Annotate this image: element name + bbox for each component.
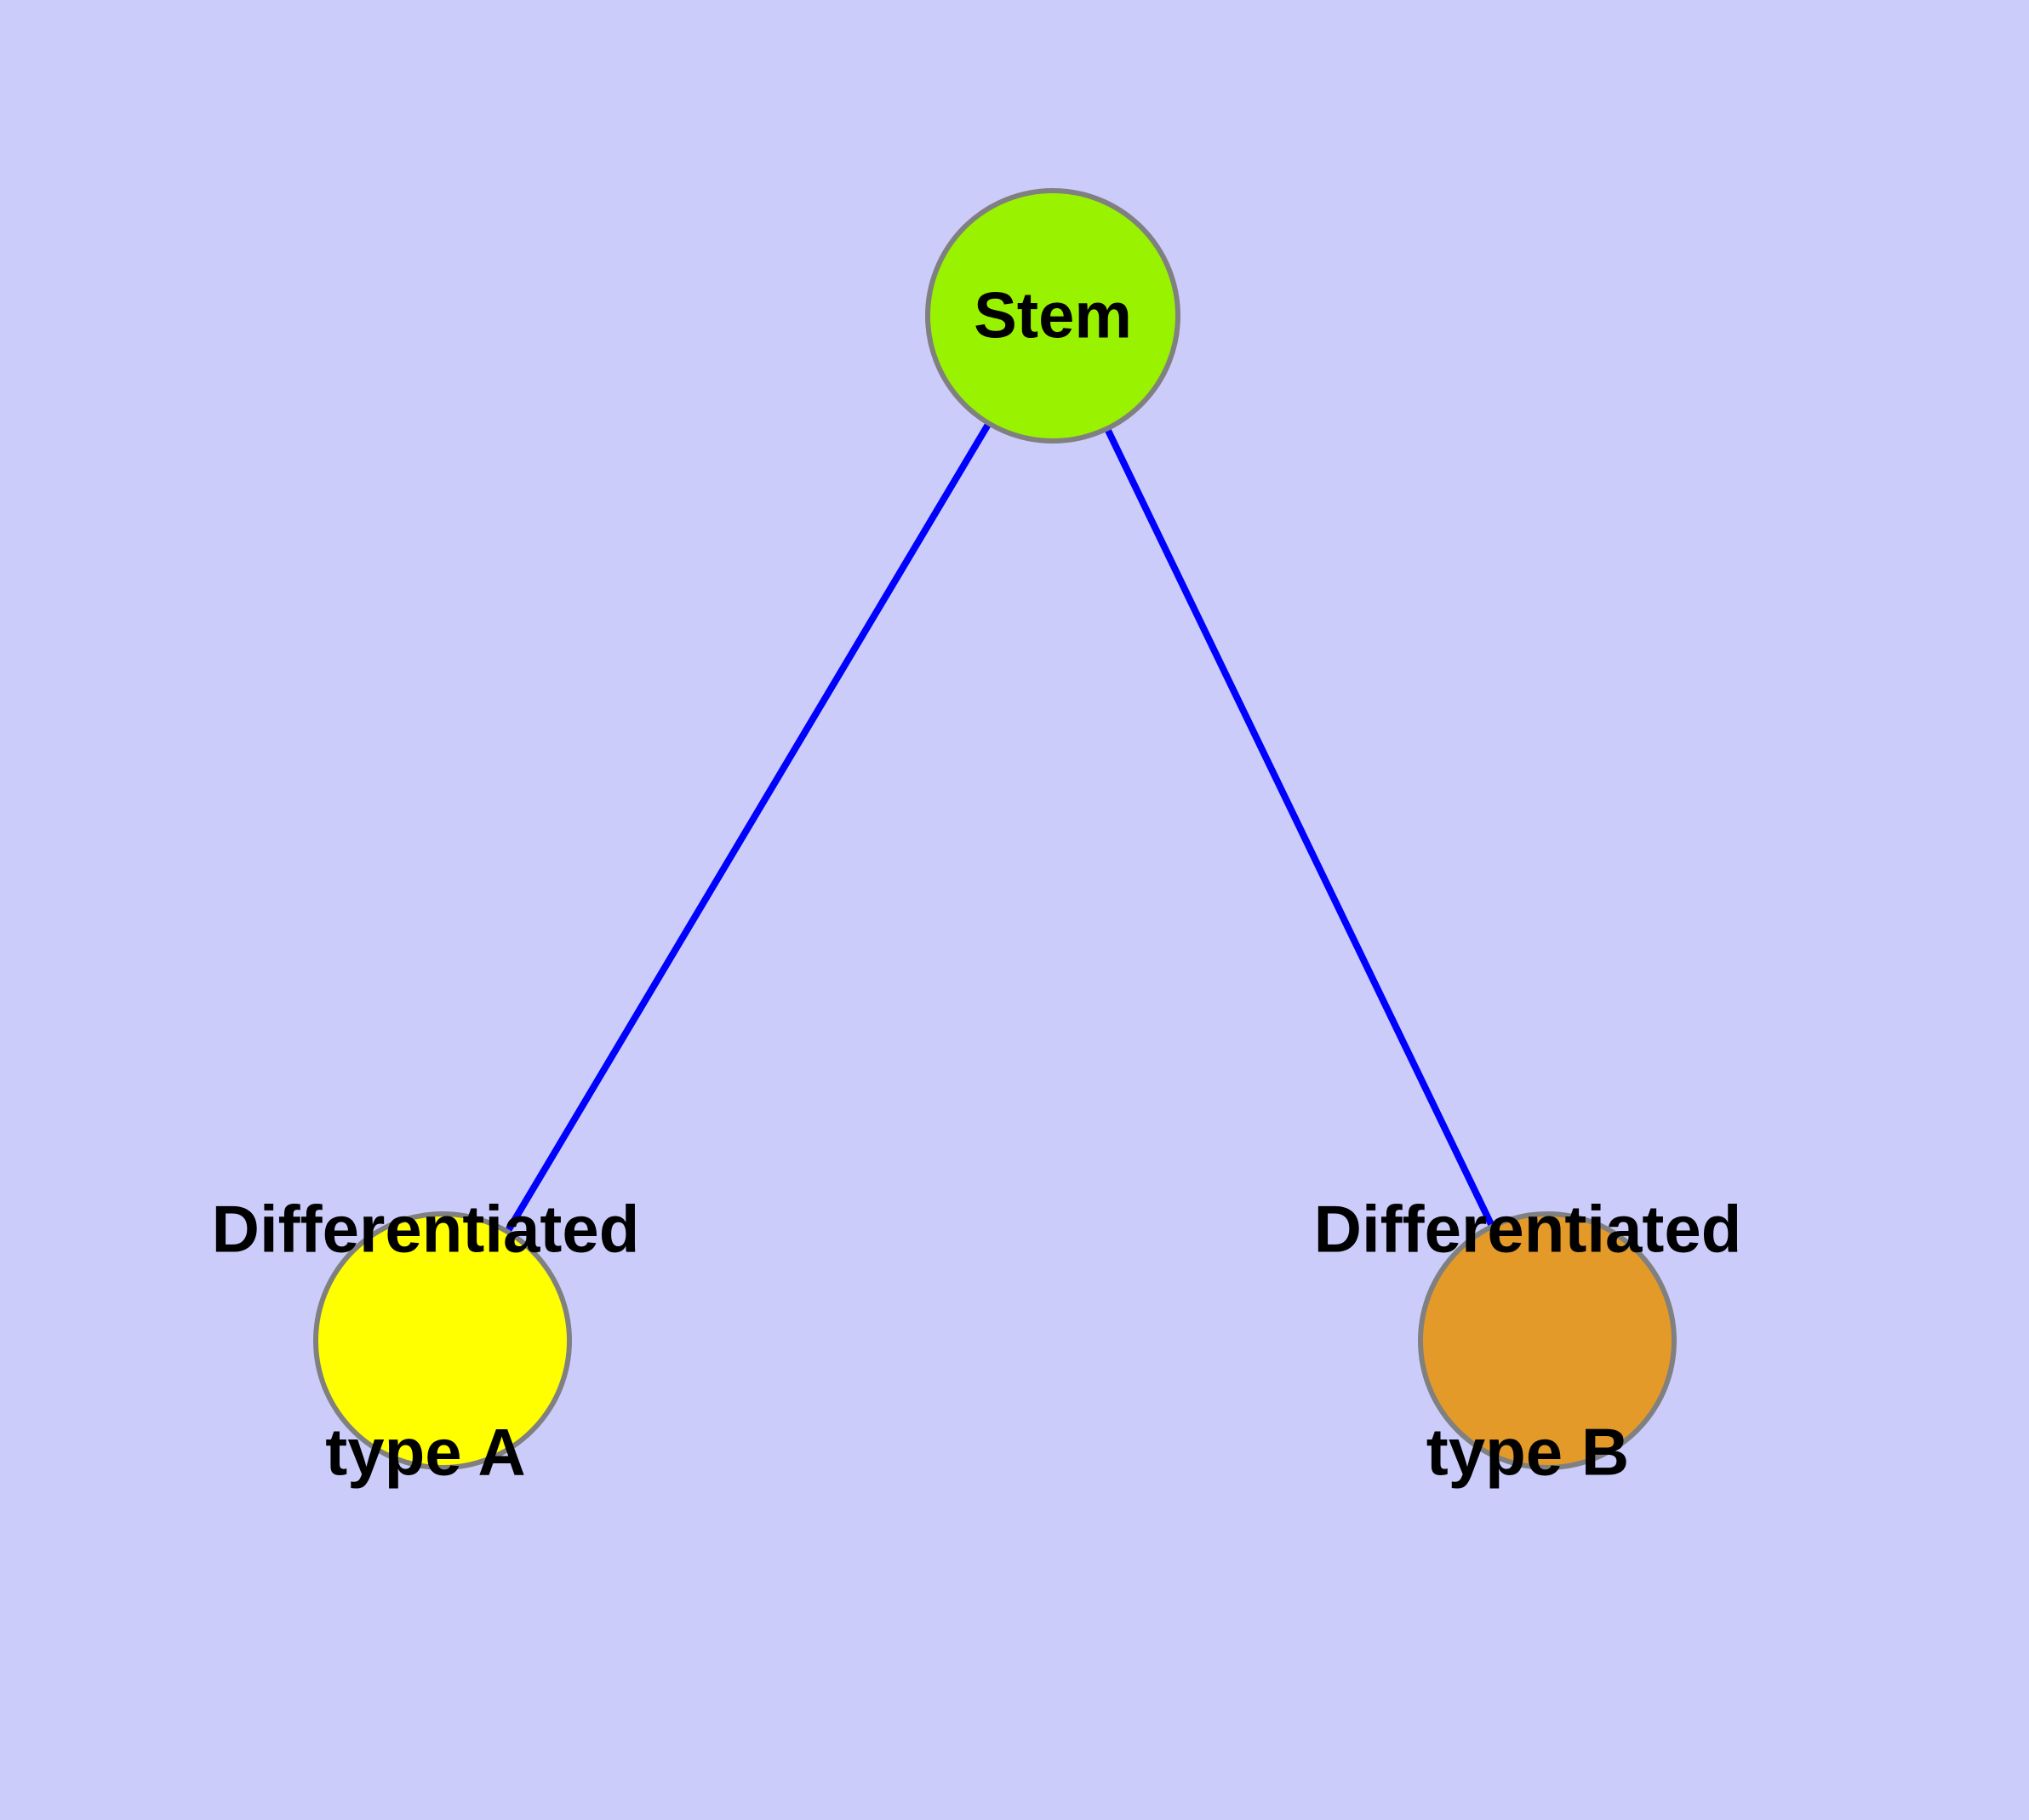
node-diff-b-circle[interactable]	[1418, 1211, 1677, 1470]
edge-layer	[439, 313, 1551, 1343]
edge-stem-to-diff-b[interactable]	[1049, 314, 1551, 1342]
edge-stem-to-diff-a[interactable]	[439, 313, 1056, 1343]
node-diff-a-circle[interactable]	[313, 1211, 572, 1470]
node-layer	[313, 188, 1677, 1470]
node-stem-circle[interactable]	[925, 188, 1180, 444]
